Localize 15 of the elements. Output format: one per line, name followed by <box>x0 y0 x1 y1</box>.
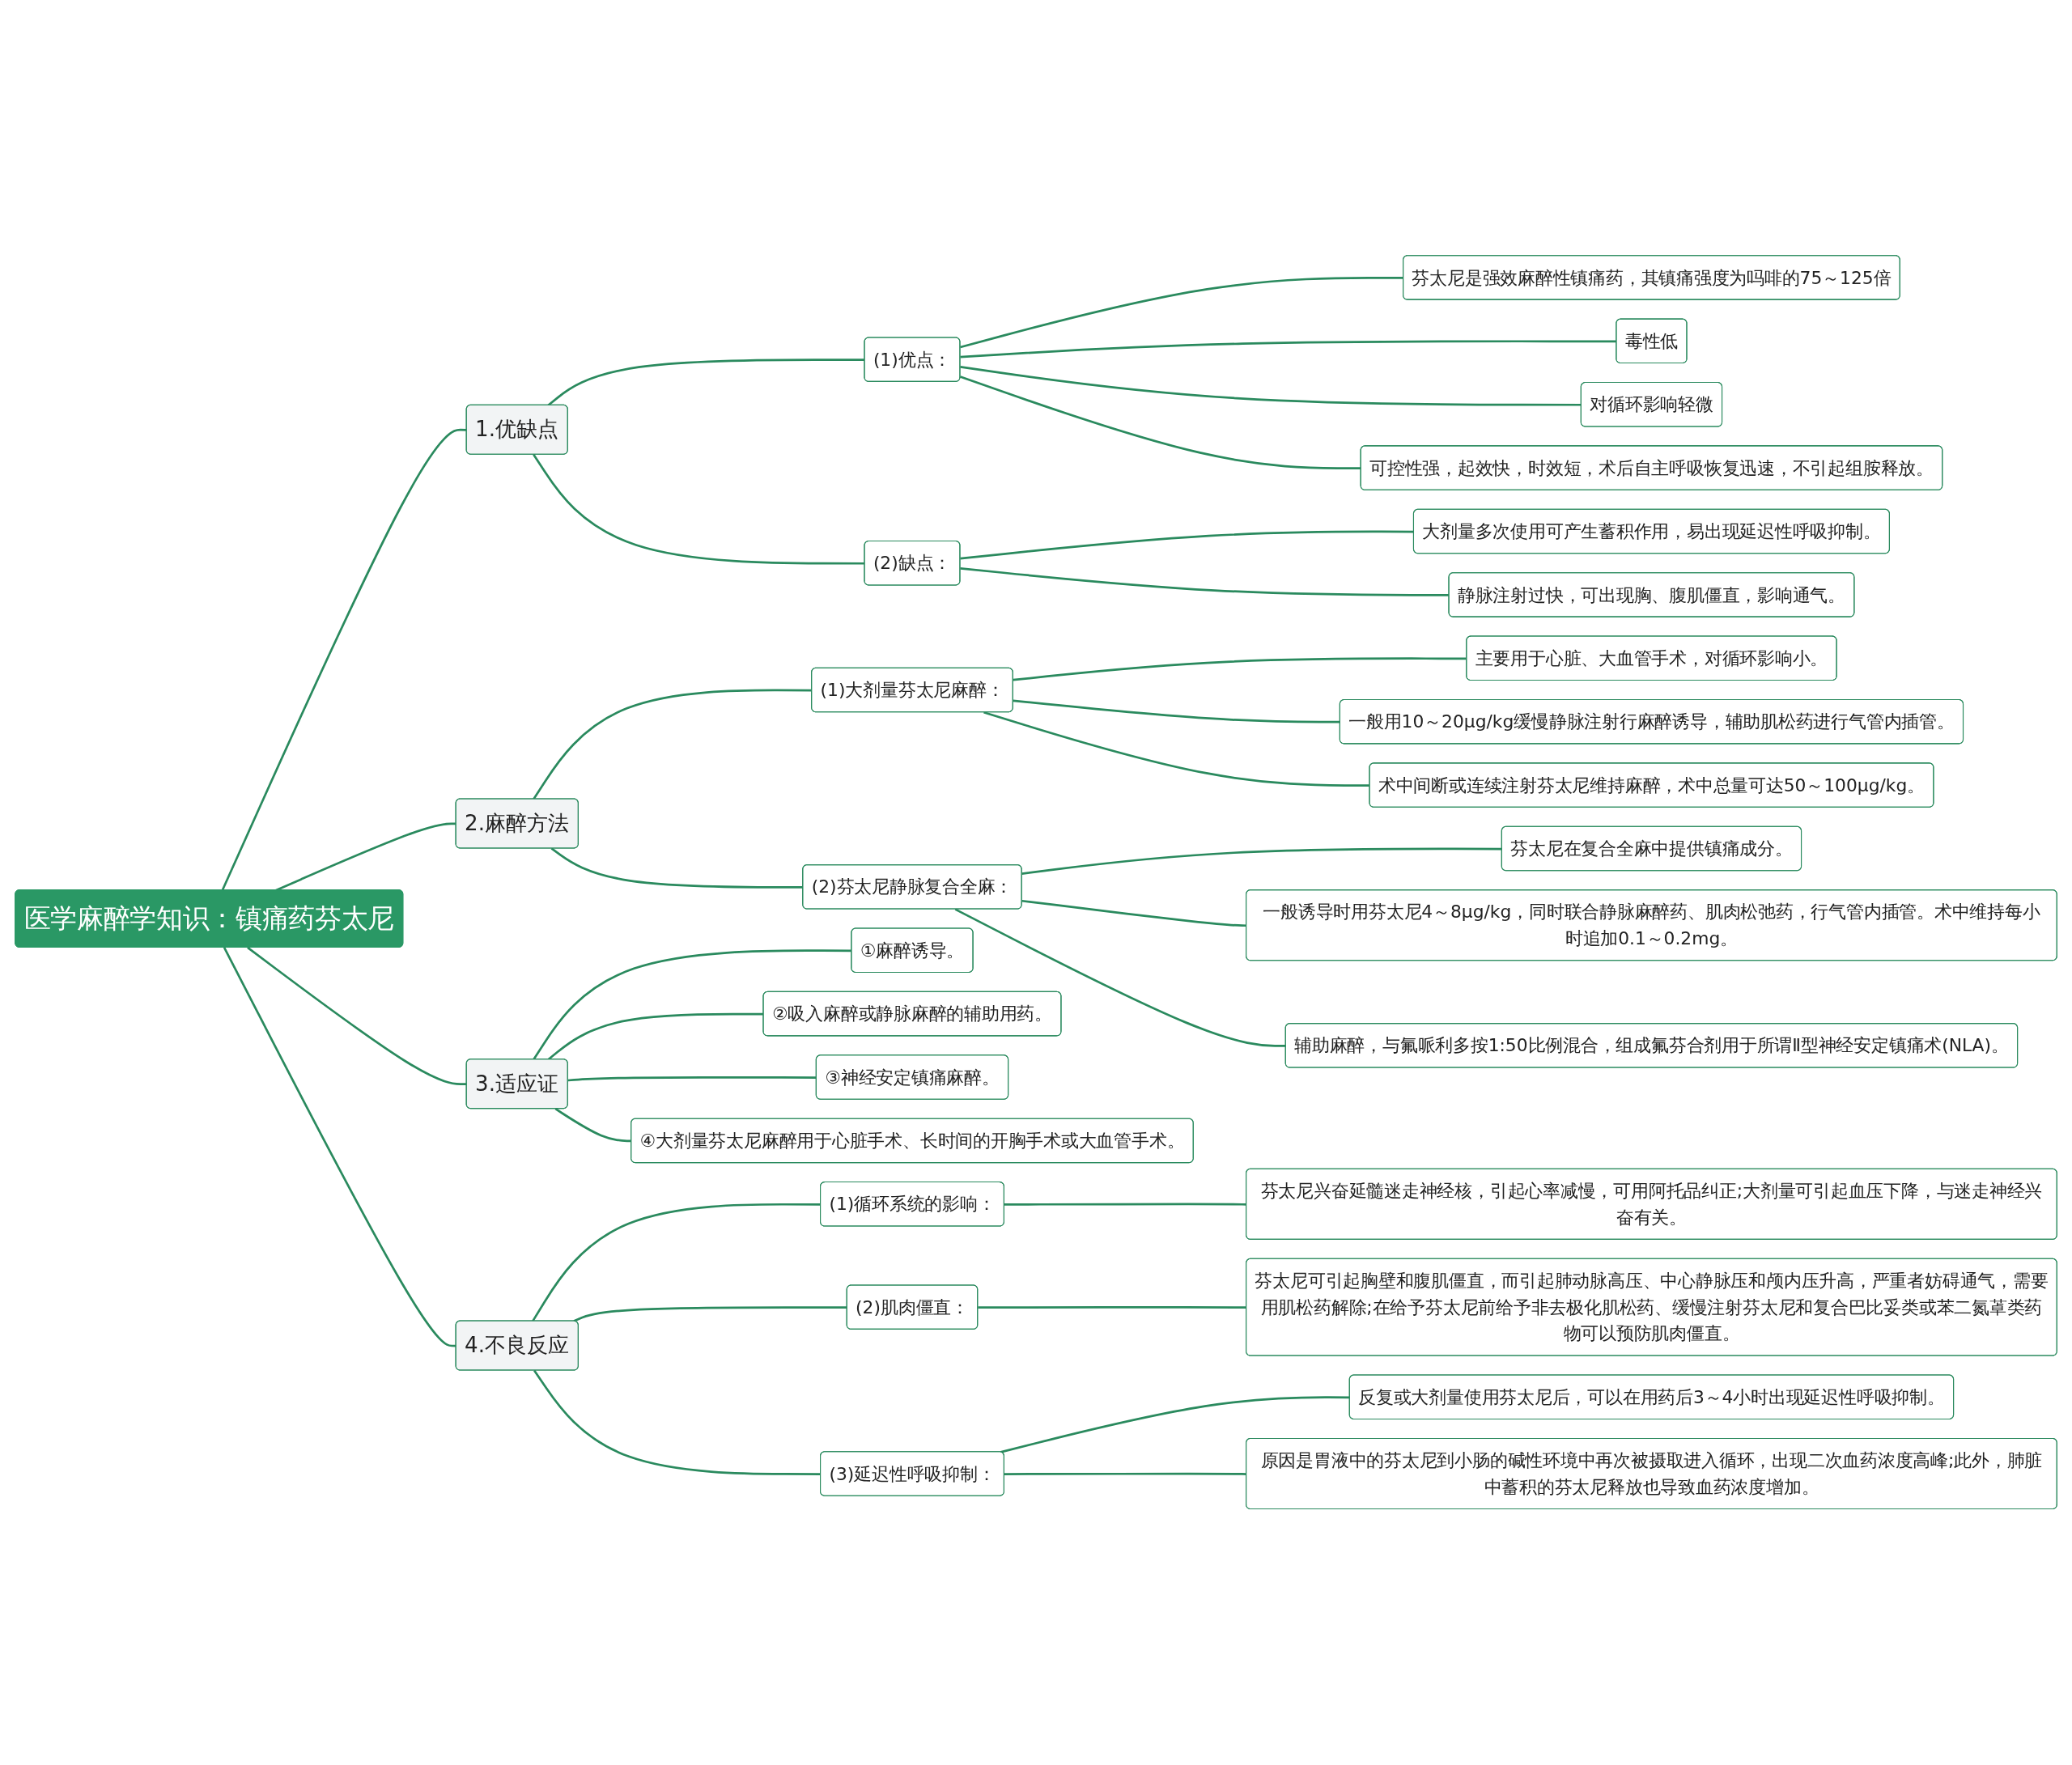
connector <box>1000 1396 1350 1454</box>
connector <box>547 1013 764 1061</box>
connector <box>275 822 456 892</box>
connector <box>567 1076 817 1082</box>
connector <box>954 908 1286 1048</box>
connector <box>960 375 1361 470</box>
connector <box>223 947 456 1347</box>
connector <box>960 567 1450 597</box>
connector <box>960 366 1582 406</box>
connector <box>221 429 467 892</box>
connector <box>247 947 467 1086</box>
connector <box>1021 847 1502 876</box>
connector <box>960 530 1414 560</box>
connector <box>573 1306 847 1323</box>
connector <box>1013 699 1340 723</box>
